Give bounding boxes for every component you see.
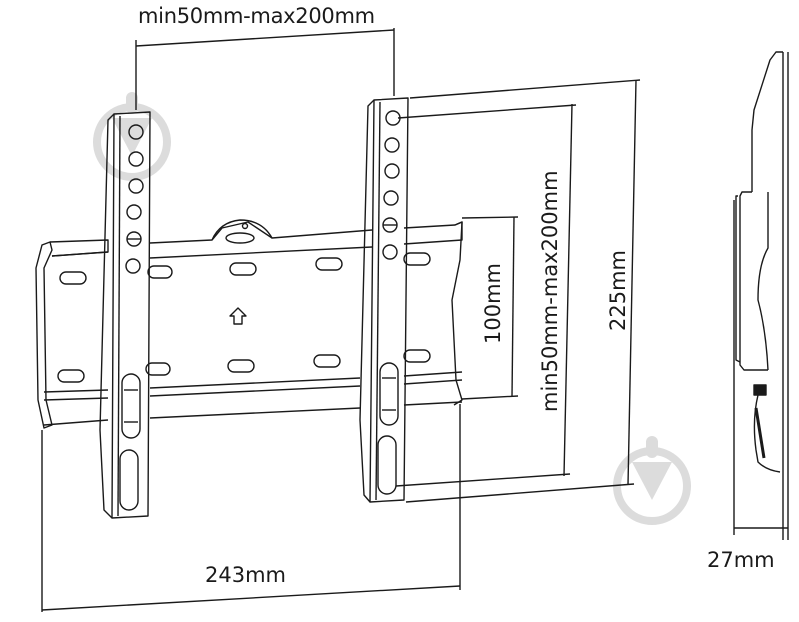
right-vertical-arm bbox=[359, 97, 409, 503]
dimension-bracket-width bbox=[41, 404, 461, 612]
dimension-plate-height bbox=[461, 216, 519, 400]
label-horizontal-vesa: min50mm-max200mm bbox=[138, 4, 375, 28]
label-plate-height: 100mm bbox=[481, 263, 505, 344]
label-vertical-vesa: min50mm-max200mm bbox=[538, 170, 562, 412]
label-depth: 27mm bbox=[707, 548, 775, 572]
up-arrow-icon bbox=[229, 307, 247, 325]
dimension-bracket-height bbox=[405, 79, 641, 503]
wall-plate bbox=[35, 219, 463, 429]
dimension-vertical-vesa bbox=[395, 103, 577, 487]
dimension-horizontal-vesa bbox=[135, 28, 395, 110]
left-vertical-arm bbox=[99, 111, 151, 519]
side-view bbox=[733, 51, 789, 540]
label-bracket-width: 243mm bbox=[205, 563, 286, 587]
label-bracket-height: 225mm bbox=[606, 250, 630, 331]
